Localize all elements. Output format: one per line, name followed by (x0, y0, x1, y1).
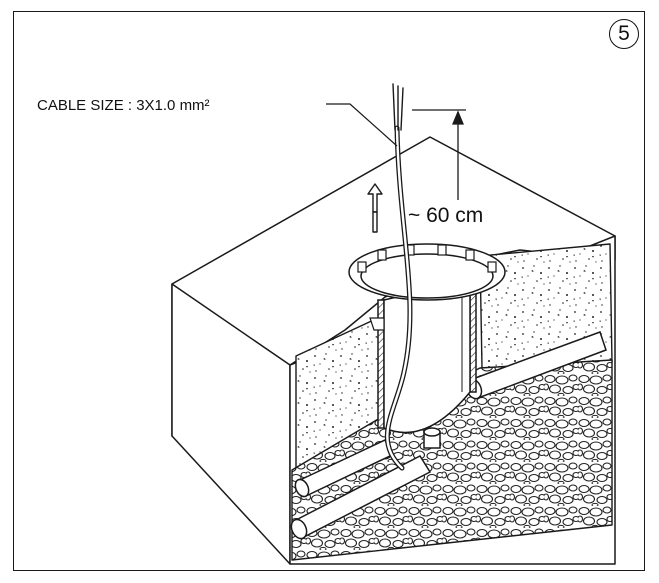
pull-up-arrow (367, 183, 383, 233)
housing-wall-right (469, 279, 477, 393)
power-cable (384, 83, 413, 471)
cable-length-label: ~ 60 cm (408, 204, 484, 227)
cable-size-label: CABLE SIZE : 3X1.0 mm² (37, 97, 210, 114)
cable-label-leader (326, 103, 398, 147)
step-number-badge: 5 (609, 19, 639, 49)
drain-pipes (290, 331, 607, 540)
length-dimension (412, 109, 466, 200)
pipe-center-outlet-top (423, 427, 441, 437)
housing-bracket (369, 317, 385, 331)
pipe-upper-left-end (294, 478, 310, 498)
housing-rim-inner (360, 253, 494, 299)
excavation (291, 243, 613, 561)
housing-cylinder (348, 243, 506, 434)
pipe-lower-left-end (290, 518, 308, 540)
figure-frame (13, 11, 645, 571)
rim-clips (357, 244, 497, 273)
dimension-arrowhead (452, 110, 464, 125)
cable-wire-ends (392, 83, 404, 131)
